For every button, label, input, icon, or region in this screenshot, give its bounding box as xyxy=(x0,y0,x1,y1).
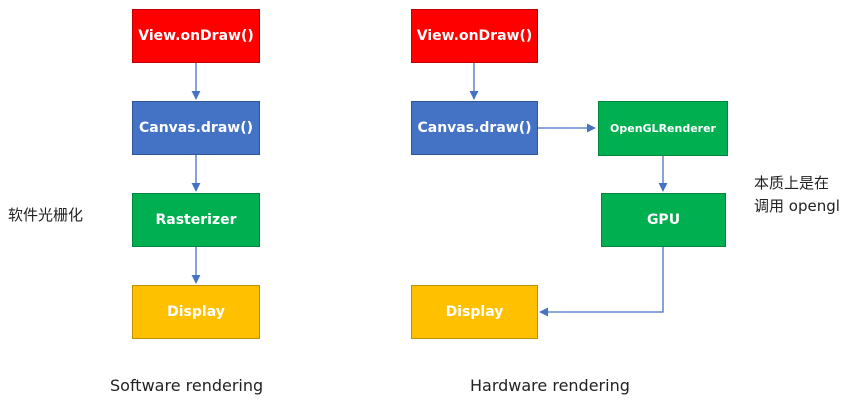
sw-side-note: 软件光栅化 xyxy=(8,206,84,224)
sw-canvas-draw-label: Canvas.draw() xyxy=(138,120,254,136)
hw-gpu-label: GPU xyxy=(646,212,681,228)
hw-display-box: Display xyxy=(411,285,538,339)
sw-rasterizer-label: Rasterizer xyxy=(155,212,237,228)
hw-opengl-renderer-label: OpenGLRenderer xyxy=(610,122,716,135)
hw-gpu-box: GPU xyxy=(601,193,726,247)
sw-view-ondraw-label: View.onDraw() xyxy=(138,28,254,44)
hw-view-ondraw-box: View.onDraw() xyxy=(411,9,538,63)
hw-view-ondraw-label: View.onDraw() xyxy=(416,28,533,44)
sw-display-box: Display xyxy=(132,285,260,339)
sw-canvas-draw-box: Canvas.draw() xyxy=(132,101,260,155)
arrow-hw-gpu-to-display xyxy=(539,247,664,317)
hw-caption: Hardware rendering xyxy=(470,376,630,395)
hw-opengl-renderer-box: OpenGLRenderer xyxy=(598,101,728,156)
hw-side-note-line1: 本质上是在 xyxy=(754,174,830,192)
hw-side-note: 本质上是在 调用 opengl xyxy=(754,172,867,218)
hw-display-label: Display xyxy=(445,304,504,320)
sw-rasterizer-box: Rasterizer xyxy=(132,193,260,247)
hw-side-note-line2: 调用 opengl xyxy=(754,197,840,215)
hw-canvas-draw-label: Canvas.draw() xyxy=(417,120,532,136)
sw-display-label: Display xyxy=(167,304,225,320)
hw-canvas-draw-box: Canvas.draw() xyxy=(411,101,538,155)
sw-view-ondraw-box: View.onDraw() xyxy=(132,9,260,63)
sw-caption: Software rendering xyxy=(110,376,264,395)
